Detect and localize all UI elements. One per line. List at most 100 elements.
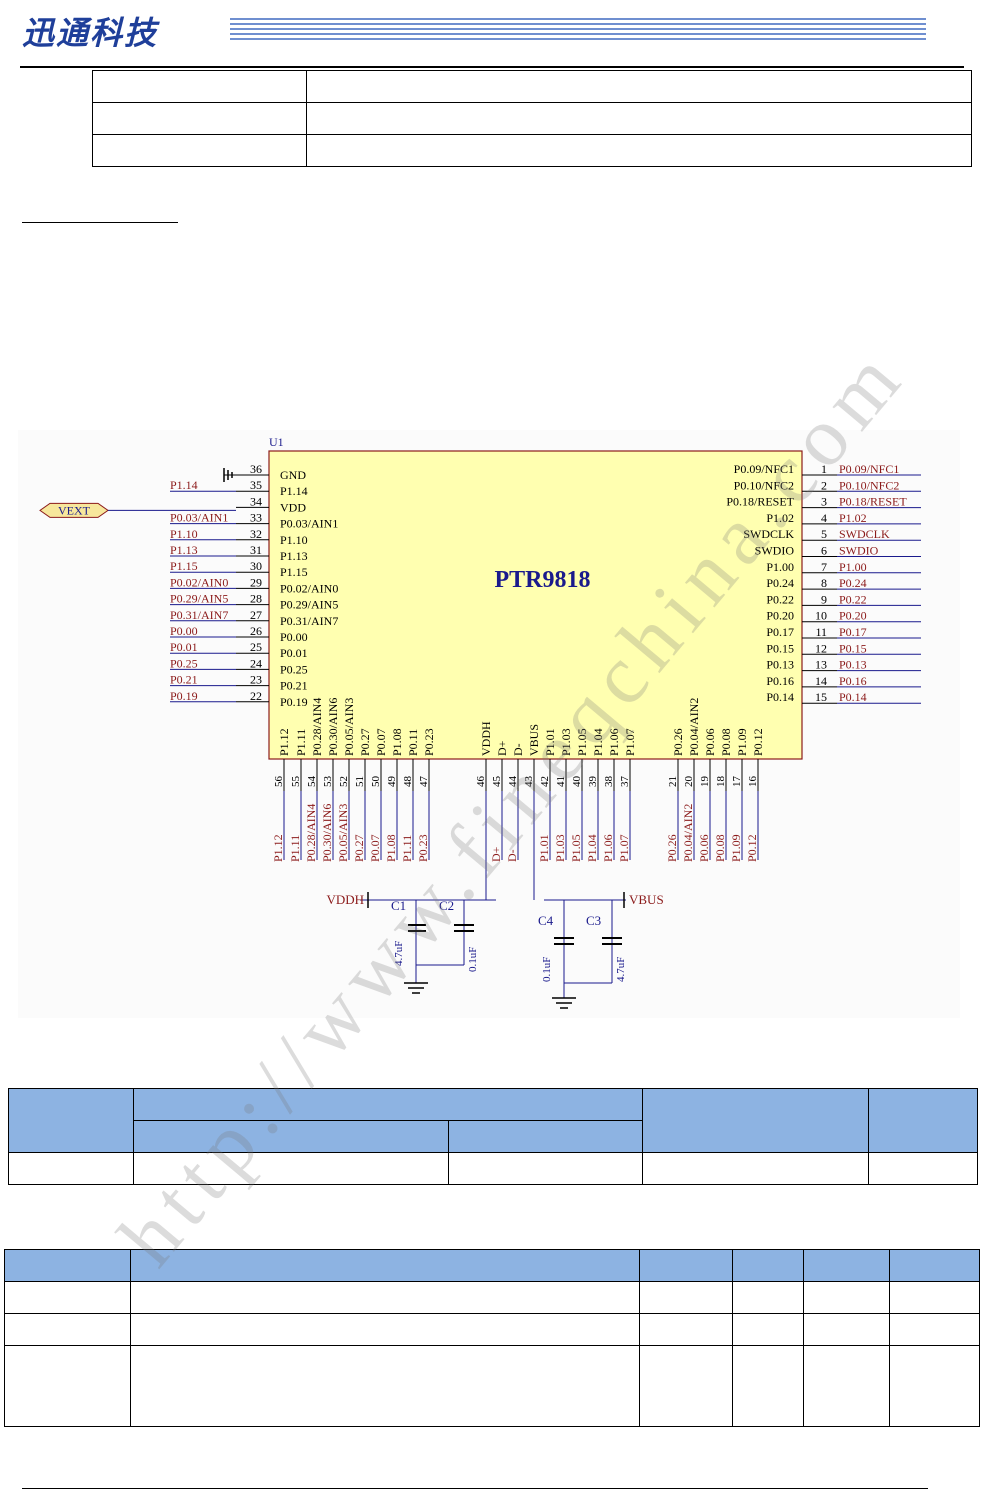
pin-number: 55	[290, 776, 302, 788]
pin-number: 37	[619, 776, 631, 788]
net-label: P0.28/AIN4	[304, 804, 318, 862]
pin-number: 11	[815, 625, 827, 639]
net-label: P0.09/NFC1	[839, 462, 899, 476]
pin-name: P0.28/AIN4	[310, 698, 324, 756]
pin-number: 36	[250, 462, 262, 476]
pin-number: 10	[815, 609, 827, 623]
cap-c4-ref: C4	[538, 913, 554, 928]
net-label: P0.23	[416, 834, 430, 862]
pin-number: 17	[731, 776, 743, 788]
cap-c2-ref: C2	[439, 898, 454, 913]
pin-name: D+	[495, 740, 509, 756]
net-label: P0.13	[839, 658, 867, 672]
pin-name: P1.02	[766, 511, 794, 525]
net-label: P1.13	[170, 543, 198, 557]
pin-number: 35	[250, 478, 262, 492]
net-label: P0.03/AIN1	[170, 511, 228, 525]
pin-number: 46	[475, 776, 487, 788]
table-row	[92, 70, 972, 103]
pin-number: 9	[821, 592, 827, 606]
pin-number: 22	[250, 689, 262, 703]
pin-number: 15	[815, 690, 827, 704]
pin-number: 43	[523, 776, 535, 788]
pin-number: 54	[306, 776, 318, 788]
net-label: P1.02	[839, 511, 867, 525]
pin-name: P0.13	[766, 658, 794, 672]
pin-number: 30	[250, 559, 262, 573]
pin-name: SWDCLK	[743, 527, 794, 541]
pin-number: 6	[821, 544, 827, 558]
pin-name: P0.29/AIN5	[280, 598, 338, 612]
pin-name: P0.30/AIN6	[326, 698, 340, 756]
pin-name: P0.07	[374, 728, 388, 756]
pin-table-1	[8, 1088, 978, 1185]
net-label: P0.24	[839, 576, 867, 590]
pin-number: 16	[747, 776, 759, 788]
table-row	[9, 1120, 978, 1153]
pin-name: P0.22	[766, 592, 794, 606]
pin-name: VDDH	[479, 721, 493, 756]
pin-name: P0.23	[422, 728, 436, 756]
net-label: SWDCLK	[839, 527, 890, 541]
net-label: P0.14	[839, 690, 867, 704]
footer-rule	[22, 1488, 928, 1489]
pin-number: 34	[250, 494, 262, 508]
cap-c3-value: 4.7uF	[615, 957, 627, 982]
net-label: P0.07	[368, 834, 382, 862]
pin-number: 5	[821, 527, 827, 541]
table-row	[4, 1281, 980, 1314]
pin-number: 8	[821, 576, 827, 590]
pin-number: 24	[250, 656, 262, 670]
net-label: P0.31/AIN7	[170, 608, 228, 622]
pin-number: 1	[821, 462, 827, 476]
net-label: P0.12	[745, 834, 759, 862]
pin-number: 53	[322, 776, 334, 788]
pin-number: 23	[250, 673, 262, 687]
net-label: P1.09	[729, 834, 743, 862]
net-label: P0.02/AIN0	[170, 575, 228, 589]
net-label: P0.05/AIN3	[336, 804, 350, 862]
pin-number: 44	[507, 776, 519, 788]
pin-number: 45	[491, 776, 503, 788]
pin-name: P0.00	[280, 630, 308, 644]
table-row	[4, 1313, 980, 1346]
pin-number: 27	[250, 608, 262, 622]
pin-name: P1.14	[280, 484, 308, 498]
pin-name: P0.17	[766, 625, 794, 639]
pin-name: P0.19	[280, 695, 308, 709]
pin-number: 14	[815, 674, 827, 688]
pin-number: 48	[402, 776, 414, 788]
net-label: P0.27	[352, 834, 366, 862]
pin-number: 40	[571, 776, 583, 788]
table-row	[92, 102, 972, 135]
pin-number: 31	[250, 543, 262, 557]
pin-number: 50	[370, 776, 382, 788]
pin-name: P0.27	[358, 728, 372, 756]
pin-name: P0.06	[703, 728, 717, 756]
pin-name: P0.01	[280, 646, 308, 660]
net-label: P1.05	[569, 834, 583, 862]
pin-name: P0.09/NFC1	[734, 462, 794, 476]
pin-name: P0.24	[766, 576, 794, 590]
header-decorative-lines	[230, 18, 926, 43]
pin-name: P1.15	[280, 565, 308, 579]
pin-table-2	[4, 1249, 980, 1427]
pin-number: 41	[555, 776, 567, 787]
table-row	[4, 1249, 980, 1282]
net-label: P0.10/NFC2	[839, 478, 899, 492]
pin-number: 33	[250, 511, 262, 525]
table-row	[8, 1088, 978, 1153]
pin-number: 20	[683, 776, 695, 788]
pin-name: P1.09	[735, 728, 749, 756]
net-label: P0.22	[839, 592, 867, 606]
pin-number: 47	[418, 776, 430, 788]
pin-name: P0.26	[671, 728, 685, 756]
cap-c1-ref: C1	[391, 898, 406, 913]
pin-name: P0.21	[280, 679, 308, 693]
pin-name: P1.08	[390, 728, 404, 756]
pin-number: 52	[338, 776, 350, 787]
net-label: P1.11	[288, 835, 302, 862]
pin-name: P0.18/RESET	[726, 495, 794, 509]
pin-name: P0.14	[766, 690, 794, 704]
